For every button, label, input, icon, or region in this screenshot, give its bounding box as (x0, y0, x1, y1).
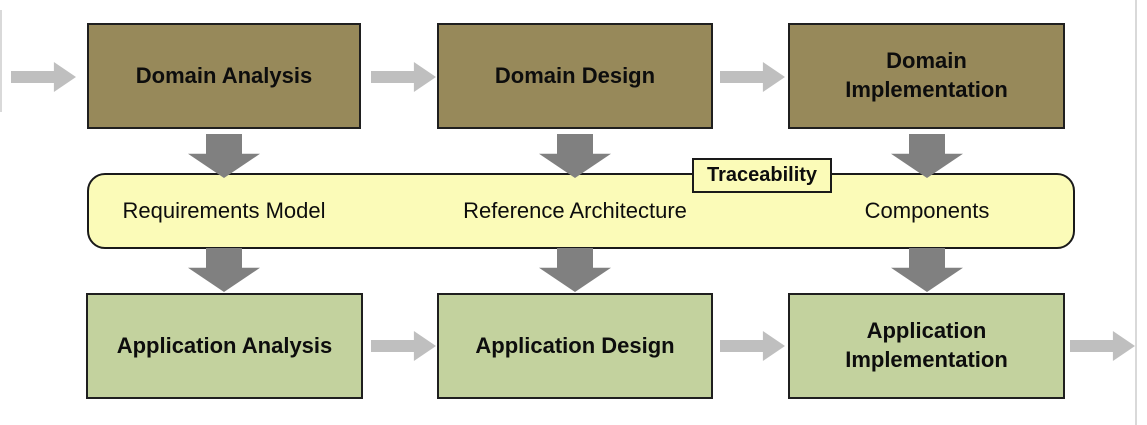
reference-architecture-label: Reference Architecture (463, 198, 687, 223)
application-analysis-label: Application Analysis (116, 332, 333, 358)
down-arrow-icon (188, 134, 260, 178)
application-implementation-box: Application Implementation (788, 293, 1065, 399)
application-analysis-box: Application Analysis (86, 293, 363, 399)
down-arrow-icon (891, 248, 963, 292)
components-label: Components (864, 198, 990, 223)
domain-implementation-label: Domain Implementation (845, 48, 1008, 102)
traceability-tag: Traceability (692, 158, 832, 193)
domain-analysis-box: Domain Analysis (87, 23, 361, 129)
down-arrow-icon (188, 248, 260, 292)
flow-arrow-right-icon (371, 331, 436, 361)
flow-arrow-right-icon (371, 62, 436, 92)
domain-design-box: Domain Design (437, 23, 713, 129)
application-design-box: Application Design (437, 293, 713, 399)
domain-implementation-box: Domain Implementation (788, 23, 1065, 129)
application-design-label: Application Design (475, 332, 675, 358)
down-arrow-icon (539, 134, 611, 178)
flow-arrow-right-icon (720, 331, 785, 361)
domain-design-label: Domain Design (494, 62, 656, 88)
page-edge-line-right (1135, 0, 1137, 425)
exit-arrow-icon (1070, 331, 1135, 361)
entry-arrow-icon (11, 62, 76, 92)
requirements-model-label: Requirements Model (122, 198, 326, 223)
traceability-band (87, 173, 1075, 249)
page-edge-line-left (0, 10, 2, 112)
application-implementation-label: Application Implementation (845, 318, 1008, 372)
domain-analysis-label: Domain Analysis (135, 62, 313, 88)
down-arrow-icon (891, 134, 963, 178)
flow-arrow-right-icon (720, 62, 785, 92)
down-arrow-icon (539, 248, 611, 292)
